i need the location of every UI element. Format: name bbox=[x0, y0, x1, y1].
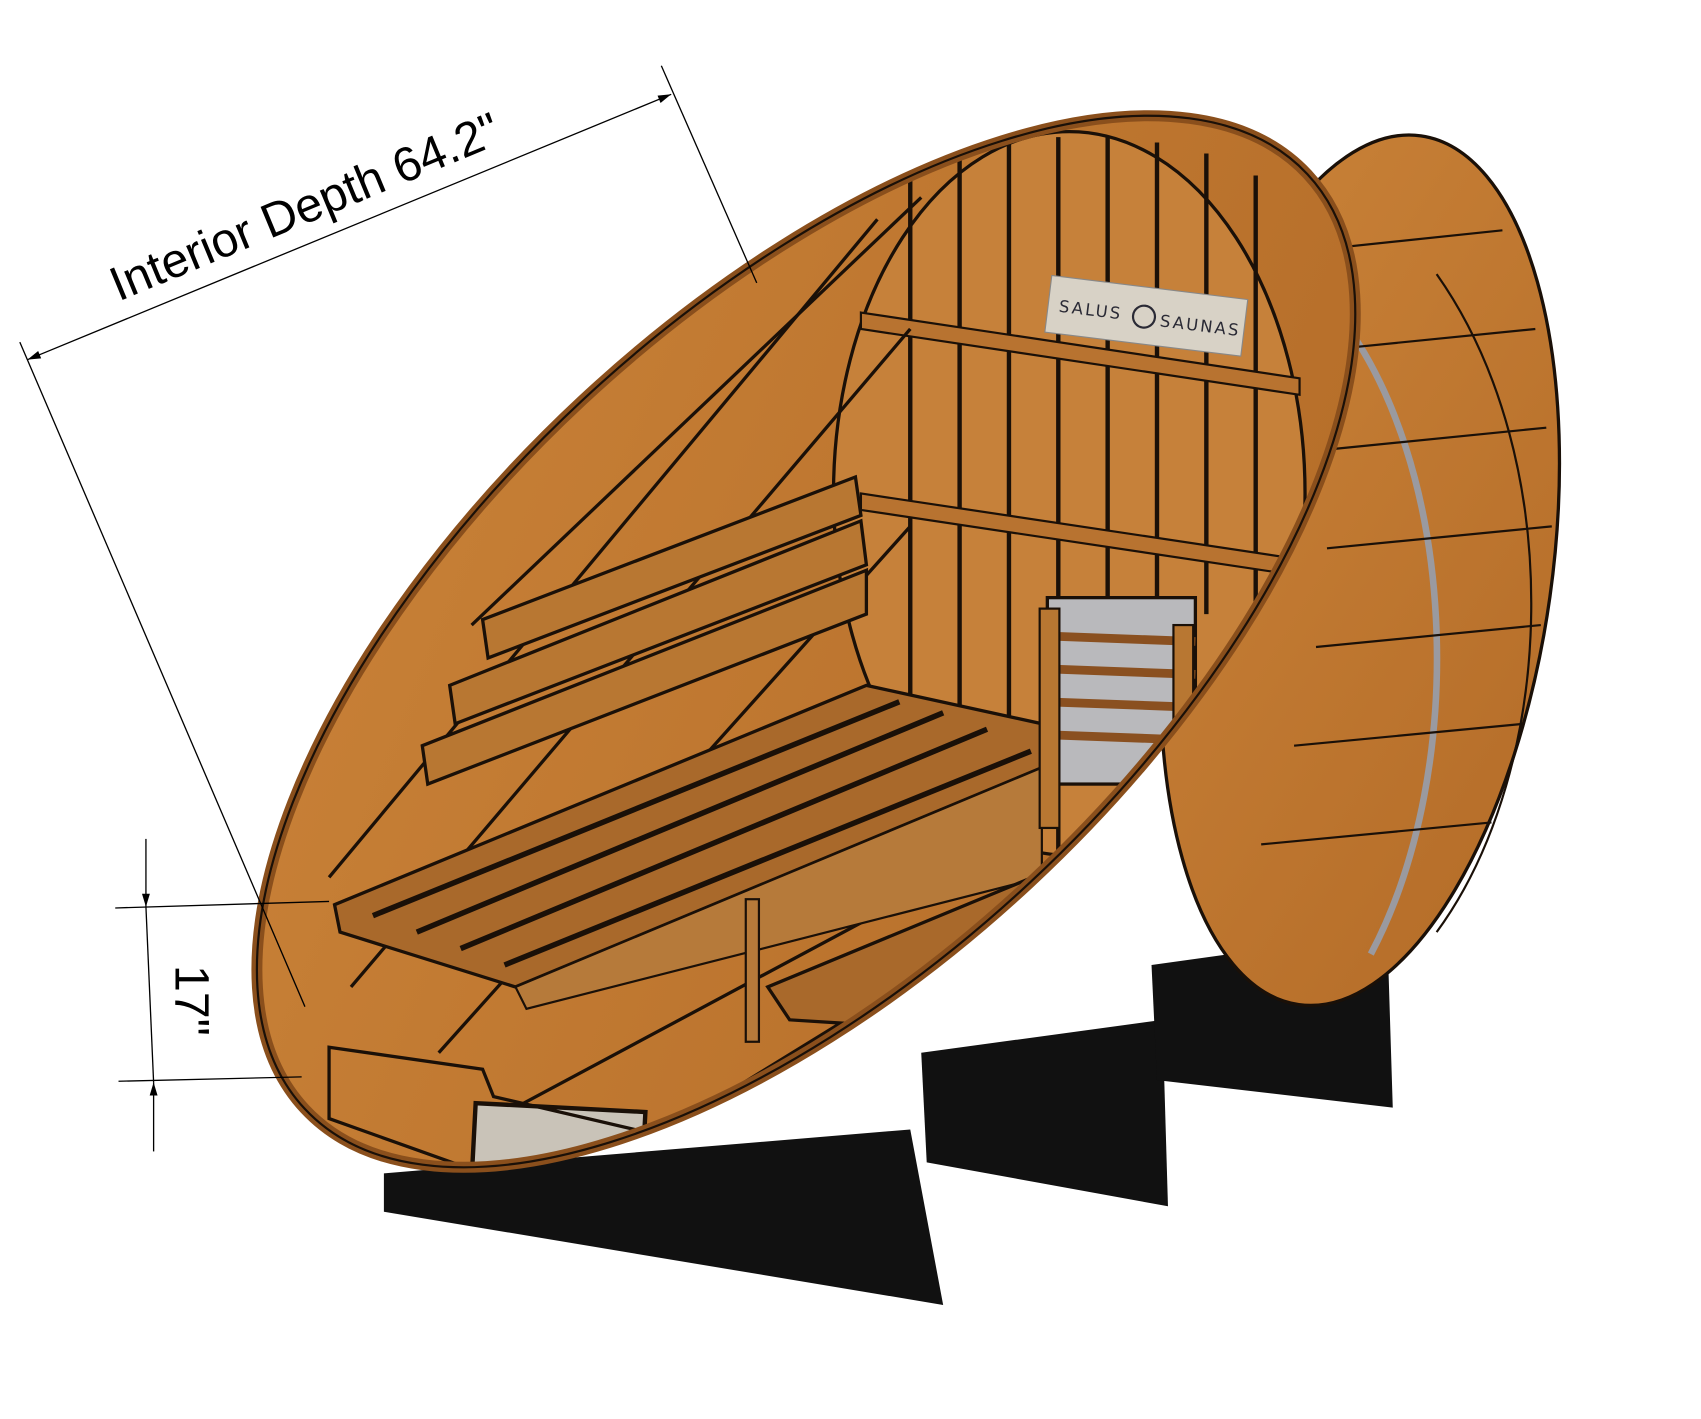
depth-dimension bbox=[19, 65, 758, 1007]
barrel-interior: SALUS SAUNAS bbox=[251, 110, 1361, 1208]
brand-plaque: SALUS SAUNAS bbox=[1044, 274, 1249, 357]
logo-mark-icon bbox=[1131, 304, 1157, 329]
bench bbox=[332, 683, 1099, 1043]
interior-depth-label: Interior Depth 64.2" bbox=[102, 102, 508, 311]
base-supports bbox=[383, 932, 1393, 1305]
support-front bbox=[383, 1129, 944, 1305]
bench-height-dimension bbox=[115, 838, 330, 1152]
support-middle bbox=[921, 1019, 1168, 1207]
bench-height-label: 17" bbox=[165, 965, 219, 1036]
